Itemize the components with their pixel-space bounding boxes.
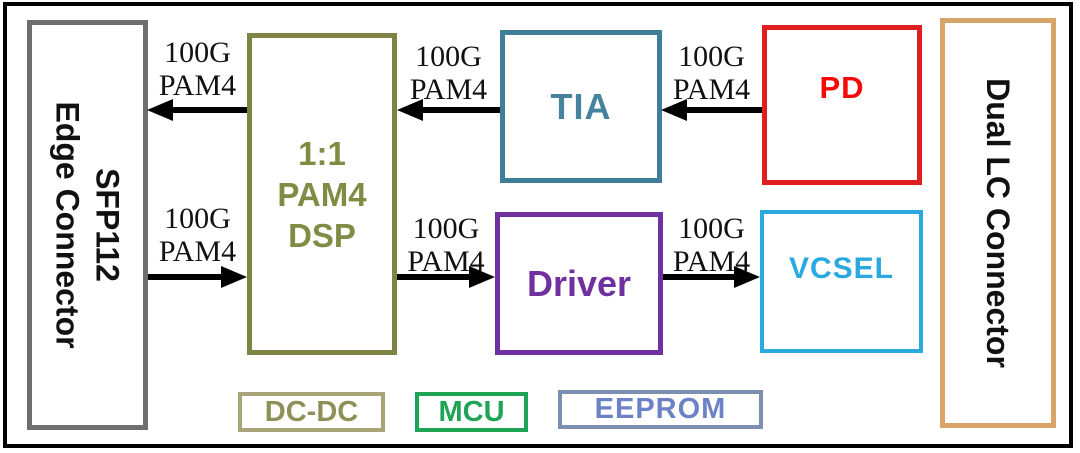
block-sfp112-edge-connector: SFP112 Edge Connector xyxy=(27,20,148,430)
driver-label: Driver xyxy=(526,262,632,304)
pam4-dsp-label: 1:1 PAM4 DSP xyxy=(277,133,366,256)
signal-label-line1: 100G xyxy=(678,40,745,73)
sfp112-edge-connector-label: SFP112 Edge Connector xyxy=(48,101,128,348)
vcsel-label: VCSEL xyxy=(788,251,895,285)
block-pam4-dsp: 1:1 PAM4 DSP xyxy=(247,33,397,355)
dsp-label-line3: DSP xyxy=(288,216,356,254)
arrow-driver-to-vcsel-icon xyxy=(663,266,760,288)
signal-label-sfp-to-dsp: 100G PAM4 xyxy=(148,202,247,268)
arrow-shaft xyxy=(397,274,477,280)
arrow-shaft xyxy=(148,274,229,280)
signal-label-line1: 100G xyxy=(164,36,231,69)
arrow-pd-to-tia-icon xyxy=(661,99,762,121)
block-mcu: MCU xyxy=(415,392,528,432)
block-dual-lc-connector: Dual LC Connector xyxy=(940,18,1056,428)
arrow-shaft xyxy=(415,107,500,113)
dual-lc-connector-label: Dual LC Connector xyxy=(980,78,1016,368)
arrow-tia-to-dsp-icon xyxy=(397,99,500,121)
signal-label-driver-to-vcsel: 100G PAM4 xyxy=(663,212,760,278)
arrow-shaft xyxy=(663,274,742,280)
block-dc-dc: DC-DC xyxy=(238,392,385,432)
tia-label: TIA xyxy=(550,85,612,127)
arrowhead-right-icon xyxy=(221,266,247,288)
arrow-dsp-to-sfp-icon xyxy=(147,99,247,121)
pd-label: PD xyxy=(819,70,865,105)
block-tia: TIA xyxy=(500,30,662,183)
sfp112-label-line1: SFP112 xyxy=(89,168,126,282)
signal-label-pd-to-tia: 100G PAM4 xyxy=(661,40,762,106)
signal-label-dsp-to-sfp: 100G PAM4 xyxy=(148,36,247,102)
signal-label-line1: 100G xyxy=(164,202,231,235)
block-driver: Driver xyxy=(495,212,663,355)
dsp-label-line2: PAM4 xyxy=(277,175,367,213)
arrow-dsp-to-driver-icon xyxy=(397,266,495,288)
block-eeprom: EEPROM xyxy=(558,390,763,429)
block-vcsel: VCSEL xyxy=(760,210,923,353)
mcu-label: MCU xyxy=(438,395,505,428)
arrow-shaft xyxy=(165,107,247,113)
arrowhead-left-icon xyxy=(147,99,173,121)
signal-label-line1: 100G xyxy=(412,212,480,245)
signal-label-line1: 100G xyxy=(678,212,745,245)
arrowhead-right-icon xyxy=(469,266,495,288)
arrowhead-left-icon xyxy=(397,99,423,121)
dc-dc-label: DC-DC xyxy=(264,395,359,428)
arrow-shaft xyxy=(679,107,762,113)
block-pd: PD xyxy=(762,25,922,185)
dsp-label-line1: 1:1 xyxy=(298,134,346,172)
signal-label-tia-to-dsp: 100G PAM4 xyxy=(397,40,500,106)
arrow-sfp-to-dsp-icon xyxy=(148,266,247,288)
signal-label-line2: PAM4 xyxy=(158,235,237,268)
signal-label-line1: 100G xyxy=(415,40,482,73)
arrowhead-right-icon xyxy=(734,266,760,288)
diagram-outer-border xyxy=(3,2,1073,448)
sfp112-label-line2: Edge Connector xyxy=(49,101,86,349)
signal-label-line2: PAM4 xyxy=(158,69,237,102)
arrowhead-left-icon xyxy=(661,99,687,121)
eeprom-label: EEPROM xyxy=(594,393,727,425)
